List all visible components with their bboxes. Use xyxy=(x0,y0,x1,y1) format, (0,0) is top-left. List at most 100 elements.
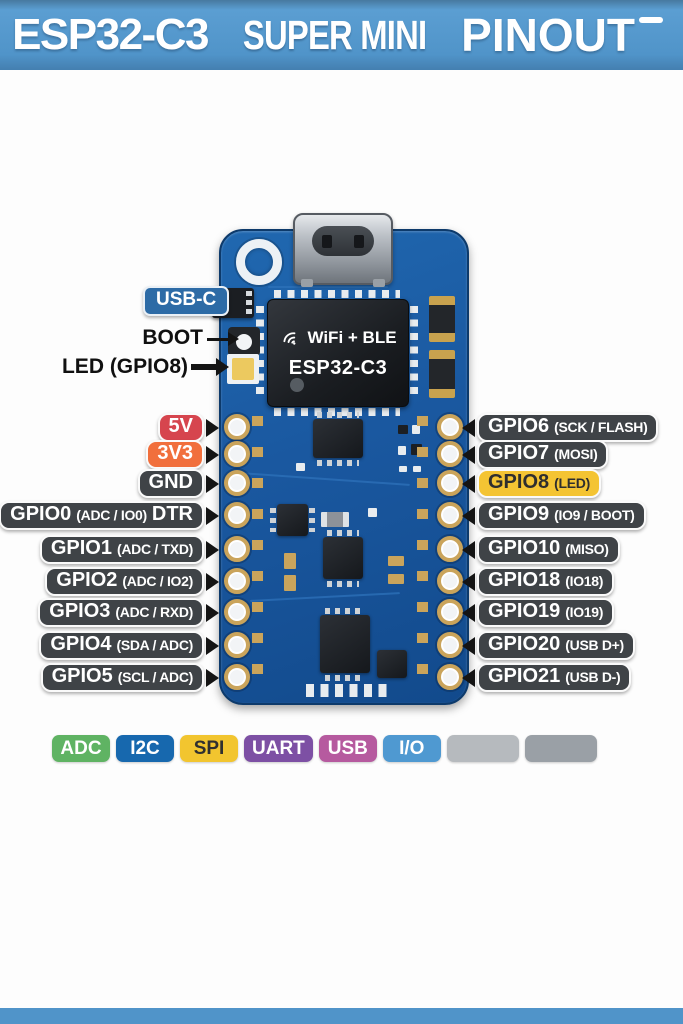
passive-component xyxy=(398,446,406,455)
pin-arrow-icon xyxy=(206,506,219,525)
ic-chip xyxy=(320,615,370,673)
passive-component xyxy=(398,425,408,434)
passive-component xyxy=(388,574,404,584)
ic-chip xyxy=(313,419,363,458)
usb-leg xyxy=(301,279,313,287)
pin-arrow-icon xyxy=(462,603,475,622)
pin-row-gpio20: GPIO20(USB D+) xyxy=(462,631,683,660)
pin-pad xyxy=(437,632,463,658)
pin-row-gpio4: GPIO4(SDA / ADC) xyxy=(0,631,219,660)
passive-component xyxy=(388,556,404,566)
pin-label-gpio10: GPIO10(MISO) xyxy=(477,535,620,564)
smd-component xyxy=(429,350,455,398)
passive-component xyxy=(399,466,407,472)
smd-component xyxy=(429,296,455,342)
pin-pad xyxy=(437,502,463,528)
pin-row-5v: 5V xyxy=(0,413,219,442)
pin-label-gpio9: GPIO9(IO9 / BOOT) xyxy=(477,501,646,530)
pin-arrow-icon xyxy=(206,445,219,464)
boot-label: BOOT xyxy=(142,326,203,349)
legend-io: I/O xyxy=(382,735,441,762)
led-component xyxy=(227,354,259,384)
usb-c-label: USB-C xyxy=(143,286,230,316)
pin-row-gpio18: GPIO18(IO18) xyxy=(462,567,683,596)
function-legend: ADC I2C SPI UART USB I/O xyxy=(52,735,597,762)
usb-leg xyxy=(373,279,385,287)
chip-pads-left xyxy=(256,306,264,398)
pin-row-gnd: GND xyxy=(0,469,219,498)
usb-c-slot xyxy=(312,226,374,256)
pin-row-gpio3: GPIO3(ADC / RXD) xyxy=(0,598,219,627)
pin-arrow-icon xyxy=(462,636,475,655)
pin-arrow-icon xyxy=(206,668,219,687)
pin-row-gpio8: GPIO8(LED) xyxy=(462,469,683,498)
pin-arrow-icon xyxy=(206,474,219,493)
pin-pad xyxy=(437,568,463,594)
passive-component xyxy=(284,553,296,569)
legend-adc: ADC xyxy=(52,735,110,762)
pin-arrow-icon xyxy=(206,540,219,559)
pin-row-gpio9: GPIO9(IO9 / BOOT) xyxy=(462,501,683,530)
legend-blank-2 xyxy=(524,735,597,762)
pin-label-gpio1: GPIO1(ADC / TXD) xyxy=(39,535,204,564)
ic-legs xyxy=(309,508,315,532)
smd-pad-column xyxy=(417,416,428,678)
pin-row-gpio0: GPIO0(ADC / IO0)DTR xyxy=(0,501,219,530)
wifi-icon xyxy=(283,331,296,345)
passive-component xyxy=(411,444,422,455)
usb-pin-hole xyxy=(322,234,332,248)
title-part-board: ESP32-C3 xyxy=(12,10,209,59)
led-label: LED (GPIO8) xyxy=(61,355,188,378)
ic-legs xyxy=(325,608,365,614)
pin-pad xyxy=(437,414,463,440)
pin-arrow-icon xyxy=(206,572,219,591)
ic-legs xyxy=(317,412,359,418)
pin-arrow-icon xyxy=(462,572,475,591)
pin-label-gpio0: GPIO0(ADC / IO0)DTR xyxy=(0,501,204,530)
pin-pad xyxy=(224,599,250,625)
ic-legs xyxy=(327,530,359,536)
pin-arrow-icon xyxy=(206,636,219,655)
pin-row-gpio21: GPIO21(USB D-) xyxy=(462,663,683,692)
pin-arrow-icon xyxy=(462,418,475,437)
esp32-chip: WiFi + BLE ESP32-C3 xyxy=(267,299,409,407)
passive-component xyxy=(368,508,377,517)
usb-pin-hole xyxy=(354,234,364,248)
mounting-hole xyxy=(236,239,282,285)
footer-bar xyxy=(0,1008,683,1024)
led-arrow-icon xyxy=(216,358,229,376)
chip-pin1-dot xyxy=(290,378,304,392)
pin-arrow-icon xyxy=(462,540,475,559)
chip-brand-text: WiFi + BLE xyxy=(307,327,397,347)
chip-pads-right xyxy=(410,306,418,398)
title-part-pinout: PINOUT xyxy=(461,9,635,61)
pin-row-gpio6: GPIO6(SCK / FLASH) xyxy=(462,413,683,442)
pin-arrow-icon xyxy=(462,474,475,493)
pin-pad xyxy=(224,441,250,467)
resistor xyxy=(321,512,349,527)
title-part-variant: SUPER MINI xyxy=(242,11,427,58)
pin-label-5v: 5V xyxy=(157,413,204,442)
pin-arrow-icon xyxy=(206,418,219,437)
pin-pad xyxy=(224,536,250,562)
pin-pad xyxy=(437,441,463,467)
pin-label-gpio2: GPIO2(ADC / IO2) xyxy=(45,567,204,596)
pin-label-gpio7: GPIO7(MOSI) xyxy=(477,440,609,469)
pin-label-gpio21: GPIO21(USB D-) xyxy=(477,663,632,692)
passive-component xyxy=(284,575,296,591)
pin-pad xyxy=(224,664,250,690)
pin-row-gpio19: GPIO19(IO19) xyxy=(462,598,683,627)
pin-label-gpio3: GPIO3(ADC / RXD) xyxy=(38,598,204,627)
bottom-pad-row xyxy=(306,684,392,697)
pin-pad xyxy=(437,664,463,690)
legend-spi: SPI xyxy=(180,735,238,762)
led-arrow-line xyxy=(191,364,219,370)
pin-pad xyxy=(437,470,463,496)
legend-uart: UART xyxy=(244,735,313,762)
pin-pad xyxy=(224,502,250,528)
pin-arrow-icon xyxy=(462,506,475,525)
pin-label-gpio6: GPIO6(SCK / FLASH) xyxy=(477,413,659,442)
pin-pad xyxy=(224,470,250,496)
pin-row-gpio2: GPIO2(ADC / IO2) xyxy=(0,567,219,596)
pin-row-gpio10: GPIO10(MISO) xyxy=(462,535,683,564)
